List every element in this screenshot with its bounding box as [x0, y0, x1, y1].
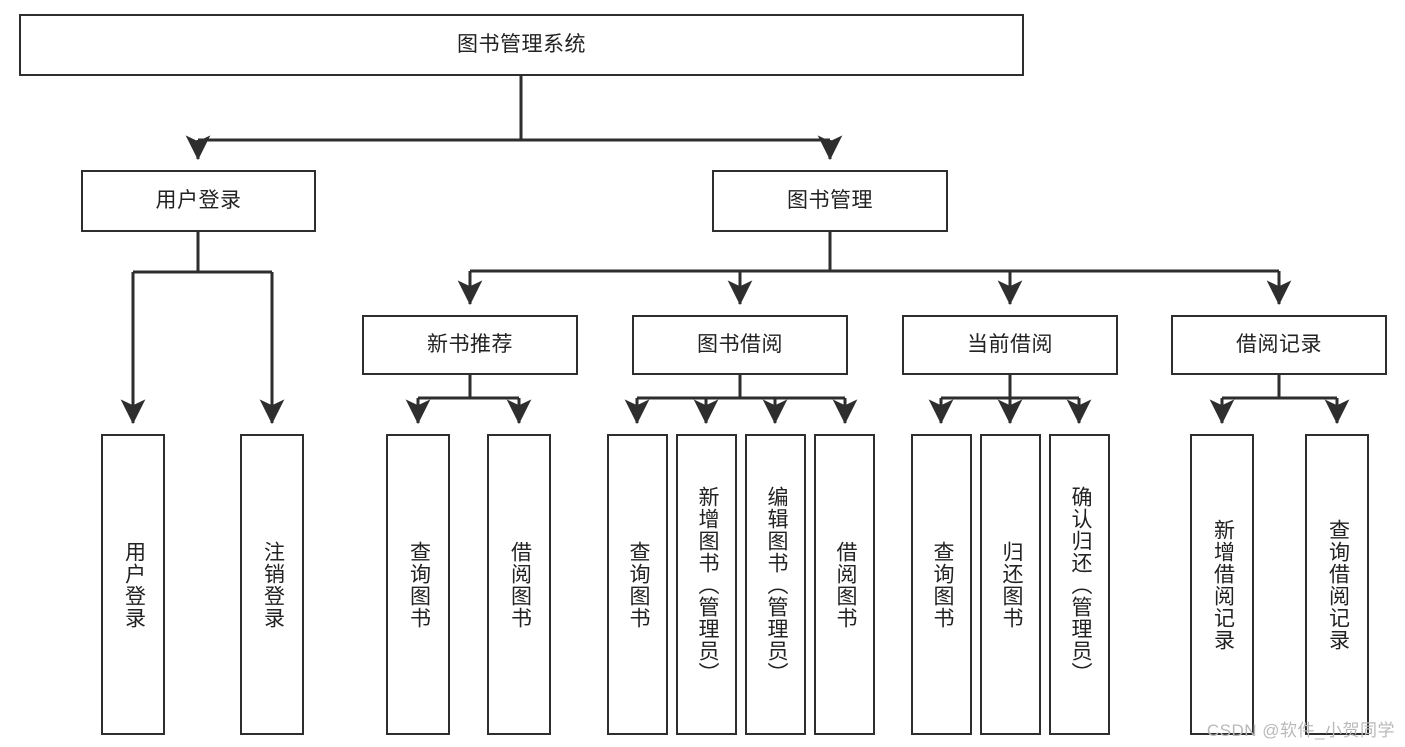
node-leaf-edit-book[interactable]: 编辑图书（管理员） — [745, 434, 806, 735]
node-root-system[interactable]: 图书管理系统 — [19, 14, 1024, 76]
node-leaf-user-logout[interactable]: 注销登录 — [240, 434, 304, 735]
node-new-book-recommend-label: 新书推荐 — [427, 333, 513, 357]
node-leaf-borrow-book-1-label: 借阅图书 — [508, 540, 532, 629]
node-current-borrow-label: 当前借阅 — [967, 333, 1053, 357]
node-leaf-confirm-return[interactable]: 确认归还（管理员） — [1049, 434, 1110, 735]
node-new-book-recommend[interactable]: 新书推荐 — [362, 315, 578, 375]
node-leaf-query-record[interactable]: 查询借阅记录 — [1305, 434, 1369, 735]
node-leaf-borrow-book-1[interactable]: 借阅图书 — [487, 434, 551, 735]
node-book-borrow-label: 图书借阅 — [697, 333, 783, 357]
node-borrow-records-label: 借阅记录 — [1236, 333, 1322, 357]
node-user-login-label: 用户登录 — [155, 189, 242, 213]
node-borrow-records[interactable]: 借阅记录 — [1171, 315, 1387, 375]
node-leaf-user-logout-label: 注销登录 — [261, 540, 285, 629]
node-leaf-query-book-1[interactable]: 查询图书 — [386, 434, 450, 735]
node-book-management[interactable]: 图书管理 — [712, 170, 948, 232]
node-leaf-user-login-label: 用户登录 — [122, 540, 146, 629]
node-leaf-add-record-label: 新增借阅记录 — [1211, 518, 1235, 651]
node-leaf-borrow-book-2[interactable]: 借阅图书 — [814, 434, 875, 735]
node-current-borrow[interactable]: 当前借阅 — [902, 315, 1118, 375]
node-book-borrow[interactable]: 图书借阅 — [632, 315, 848, 375]
node-leaf-add-book[interactable]: 新增图书（管理员） — [676, 434, 737, 735]
node-leaf-query-book-2[interactable]: 查询图书 — [607, 434, 668, 735]
node-leaf-add-book-label: 新增图书（管理员） — [695, 485, 719, 684]
node-leaf-return-book[interactable]: 归还图书 — [980, 434, 1041, 735]
node-root-system-label: 图书管理系统 — [457, 33, 586, 57]
node-leaf-query-book-2-label: 查询图书 — [626, 540, 650, 629]
node-leaf-add-record[interactable]: 新增借阅记录 — [1190, 434, 1254, 735]
node-user-login[interactable]: 用户登录 — [81, 170, 316, 232]
node-leaf-edit-book-label: 编辑图书（管理员） — [764, 485, 788, 684]
node-book-management-label: 图书管理 — [787, 189, 873, 213]
node-leaf-borrow-book-2-label: 借阅图书 — [833, 540, 857, 629]
node-leaf-return-book-label: 归还图书 — [999, 540, 1023, 629]
node-leaf-confirm-return-label: 确认归还（管理员） — [1068, 485, 1092, 684]
node-leaf-query-book-3[interactable]: 查询图书 — [911, 434, 972, 735]
node-leaf-query-book-3-label: 查询图书 — [930, 540, 954, 629]
node-leaf-query-record-label: 查询借阅记录 — [1326, 518, 1350, 651]
node-leaf-user-login[interactable]: 用户登录 — [101, 434, 165, 735]
node-leaf-query-book-1-label: 查询图书 — [407, 540, 431, 629]
